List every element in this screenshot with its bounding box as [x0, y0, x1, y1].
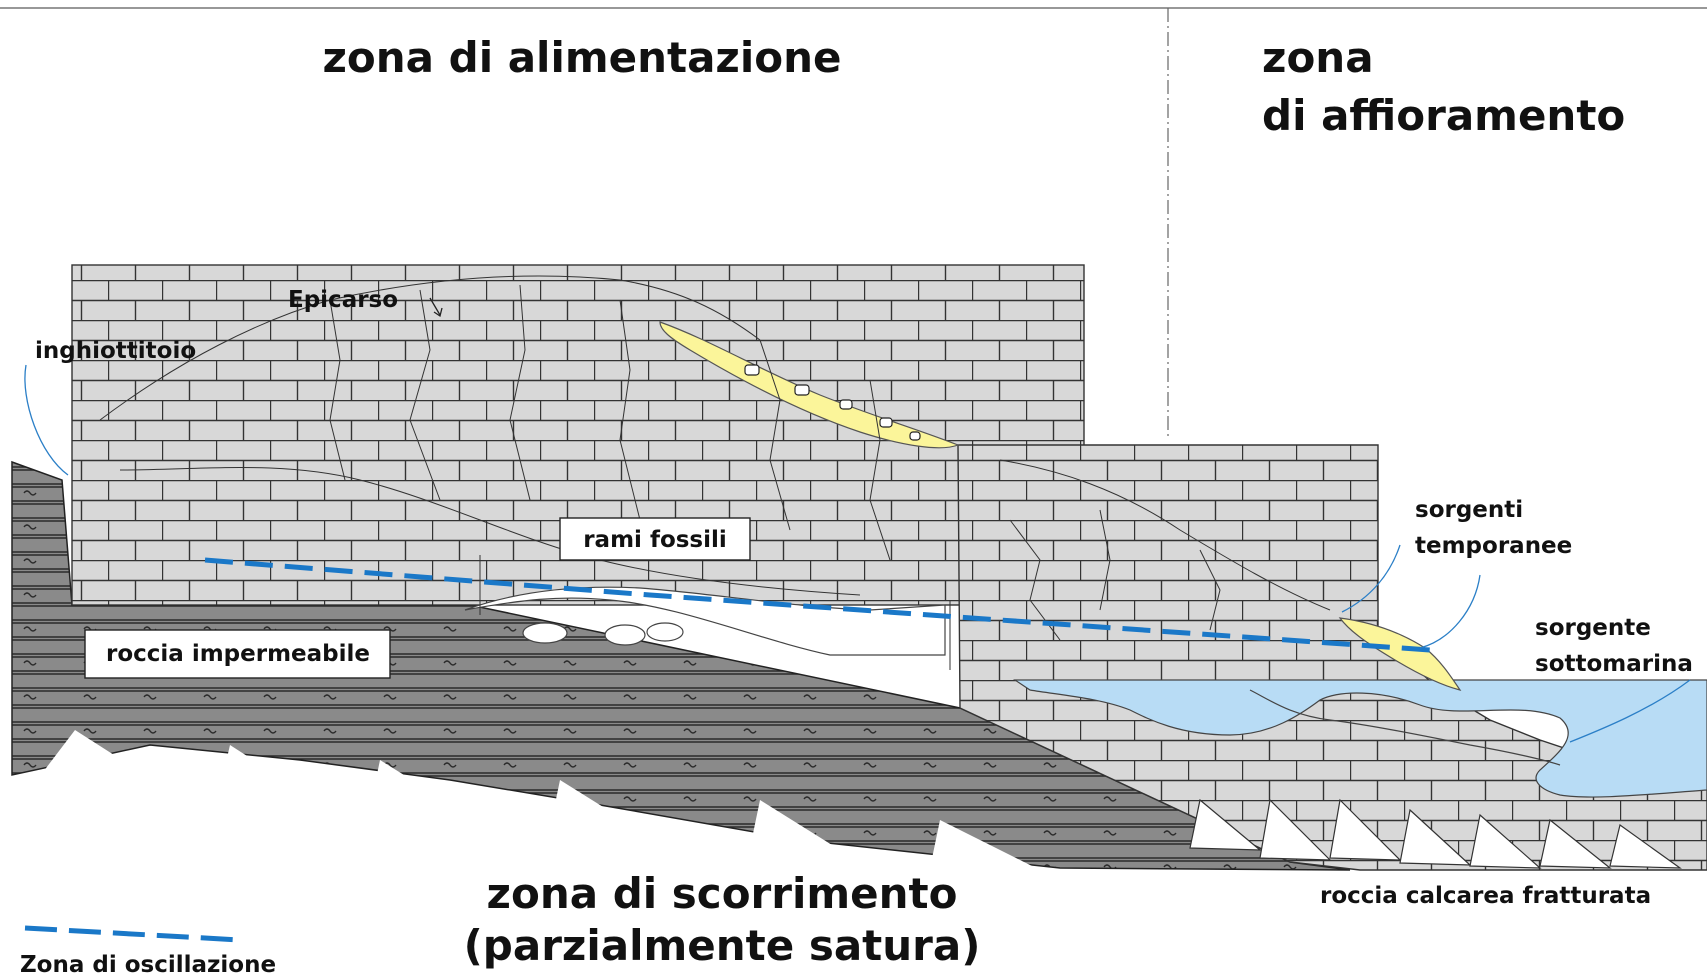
legend-oscillazione-label: Zona di oscillazione	[20, 952, 276, 976]
roccia-calcarea-label: roccia calcarea fratturata	[1320, 883, 1651, 909]
inghiottitoio-label: inghiottitoio	[35, 338, 196, 364]
zone-affioramento-title-2: di affioramento	[1262, 91, 1625, 140]
sorgenti-temporanee-label-2: temporanee	[1415, 533, 1572, 559]
svg-text:rami fossili: rami fossili	[583, 527, 727, 553]
rami-fossili-label: rami fossili	[559, 517, 751, 561]
zone-scorrimento-title-1: zona di scorrimento	[487, 869, 958, 918]
sorgente-sottomarina-label-1: sorgente	[1535, 615, 1651, 641]
sorgente-sottomarina-label-2: sottomarina	[1535, 651, 1693, 677]
roccia-calcarea-teeth	[1189, 798, 1682, 869]
fissure-network	[99, 275, 1331, 670]
cave-voids	[464, 586, 946, 656]
legend-dashed-line-swatch	[24, 925, 241, 943]
epicarso-label: Epicarso	[288, 287, 398, 313]
roccia-impermeabile-label: roccia impermeabile	[84, 629, 391, 679]
svg-text:roccia impermeabile: roccia impermeabile	[106, 641, 370, 667]
legend: Zona di oscillazione	[20, 925, 276, 976]
zone-scorrimento-title-2: (parzialmente satura)	[464, 921, 981, 970]
sorgenti-temporanee-label-1: sorgenti	[1415, 497, 1523, 523]
zone-affioramento-title-1: zona	[1262, 33, 1374, 82]
zone-alimentazione-title: zona di alimentazione	[322, 33, 841, 82]
water-table-line	[204, 557, 1431, 653]
annotation-pointers	[24, 364, 1691, 743]
clay-deposits	[659, 321, 1462, 691]
epicarso-arrow	[429, 297, 443, 318]
roccia-impermeabile-layer	[11, 460, 1351, 871]
water-conduits	[1013, 679, 1707, 798]
